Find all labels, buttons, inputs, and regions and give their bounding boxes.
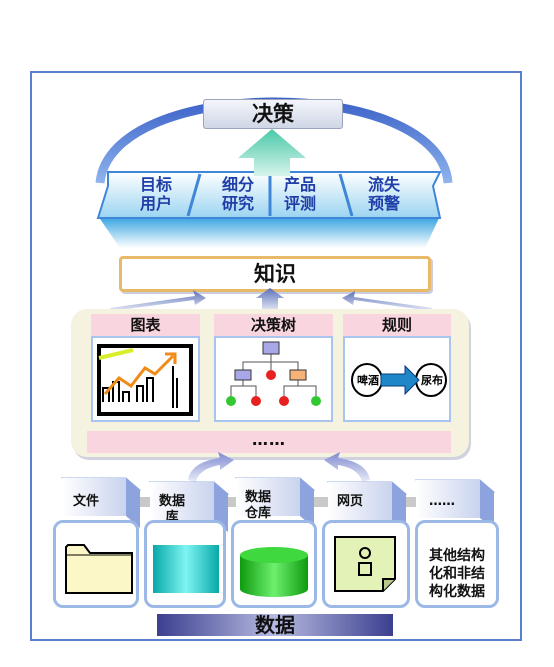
decision-cone xyxy=(98,216,440,248)
source-line1: 数据 xyxy=(244,490,271,505)
cube-webpage-icon xyxy=(326,481,408,532)
arrow-left-icon xyxy=(110,290,206,311)
goal-target-users: 目标 用户 xyxy=(128,175,184,213)
goal-line2: 研究 xyxy=(221,194,254,213)
cube-file-icon xyxy=(60,477,142,528)
method-label: 图表 xyxy=(91,314,200,336)
cube-data-warehouse-icon xyxy=(234,477,316,528)
source-file-frame xyxy=(53,520,139,608)
knowledge-box: 知识 xyxy=(119,256,431,292)
folder-icon xyxy=(65,544,133,594)
source-data-warehouse-frame xyxy=(231,520,317,608)
goal-line1: 目标 xyxy=(139,175,172,194)
source-line2: 仓库 xyxy=(244,506,271,521)
source-other-frame: 其他结构 化和非结 构化数据 xyxy=(415,520,499,608)
decision-box: 决策 xyxy=(203,99,343,129)
goal-line1: 产品 xyxy=(283,175,316,194)
source-line1: …… xyxy=(429,494,455,509)
method-body: 啤酒 尿布 xyxy=(343,336,451,422)
method-body xyxy=(91,336,200,422)
method-label: 规则 xyxy=(343,314,451,336)
goal-line2: 预警 xyxy=(367,194,400,213)
goal-line1: 细分 xyxy=(221,175,254,194)
source-more-label: …… xyxy=(420,494,464,510)
cube-database-icon xyxy=(148,481,230,532)
methods-more-bar: …… xyxy=(87,431,451,453)
line-chart-icon xyxy=(97,344,193,416)
goal-product-review: 产品 评测 xyxy=(272,175,328,213)
curved-arrow-right-icon xyxy=(324,452,370,482)
curved-arrow-left-icon xyxy=(188,452,234,482)
method-label: 决策树 xyxy=(214,314,333,336)
goal-segment-research: 细分 研究 xyxy=(210,175,266,213)
source-file-label: 文件 xyxy=(62,494,110,510)
method-card-chart: 图表 xyxy=(91,314,200,422)
arrow-center-icon xyxy=(256,288,284,311)
goal-line2: 评测 xyxy=(283,194,316,213)
other-data-line3: 构化数据 xyxy=(429,584,485,600)
goal-line1: 流失 xyxy=(367,175,400,194)
webpage-icon xyxy=(334,536,396,592)
decision-tree-icon xyxy=(226,341,321,406)
other-data-line1: 其他结构 xyxy=(429,548,485,564)
method-body xyxy=(214,336,333,422)
rule-arrow-graphic xyxy=(351,363,447,397)
data-bar: 数据 xyxy=(157,614,393,636)
cylinder-icon xyxy=(240,547,308,597)
source-line1: 文件 xyxy=(72,494,99,509)
source-data-warehouse-label: 数据 仓库 xyxy=(236,490,280,522)
source-webpage-label: 网页 xyxy=(328,494,372,510)
goal-churn-warning: 流失 预警 xyxy=(356,175,412,213)
rule-consequent: 尿布 xyxy=(421,374,443,387)
method-card-decision-tree: 决策树 xyxy=(214,314,333,422)
rule-antecedent: 啤酒 xyxy=(357,374,379,387)
cube-more-icon xyxy=(414,479,496,530)
other-data-text: 其他结构 化和非结 构化数据 xyxy=(418,547,496,601)
source-line1: 网页 xyxy=(336,494,363,509)
source-line1: 数据 xyxy=(158,494,185,509)
method-card-rules: 规则 啤酒 尿布 xyxy=(343,314,451,422)
up-arrow-decision xyxy=(238,129,306,176)
goal-line2: 用户 xyxy=(139,194,172,213)
source-webpage-frame xyxy=(322,520,410,608)
other-data-line2: 化和非结 xyxy=(429,566,485,582)
database-table-icon xyxy=(153,545,219,593)
source-database-frame xyxy=(144,520,226,608)
arrow-right-icon xyxy=(342,291,432,311)
